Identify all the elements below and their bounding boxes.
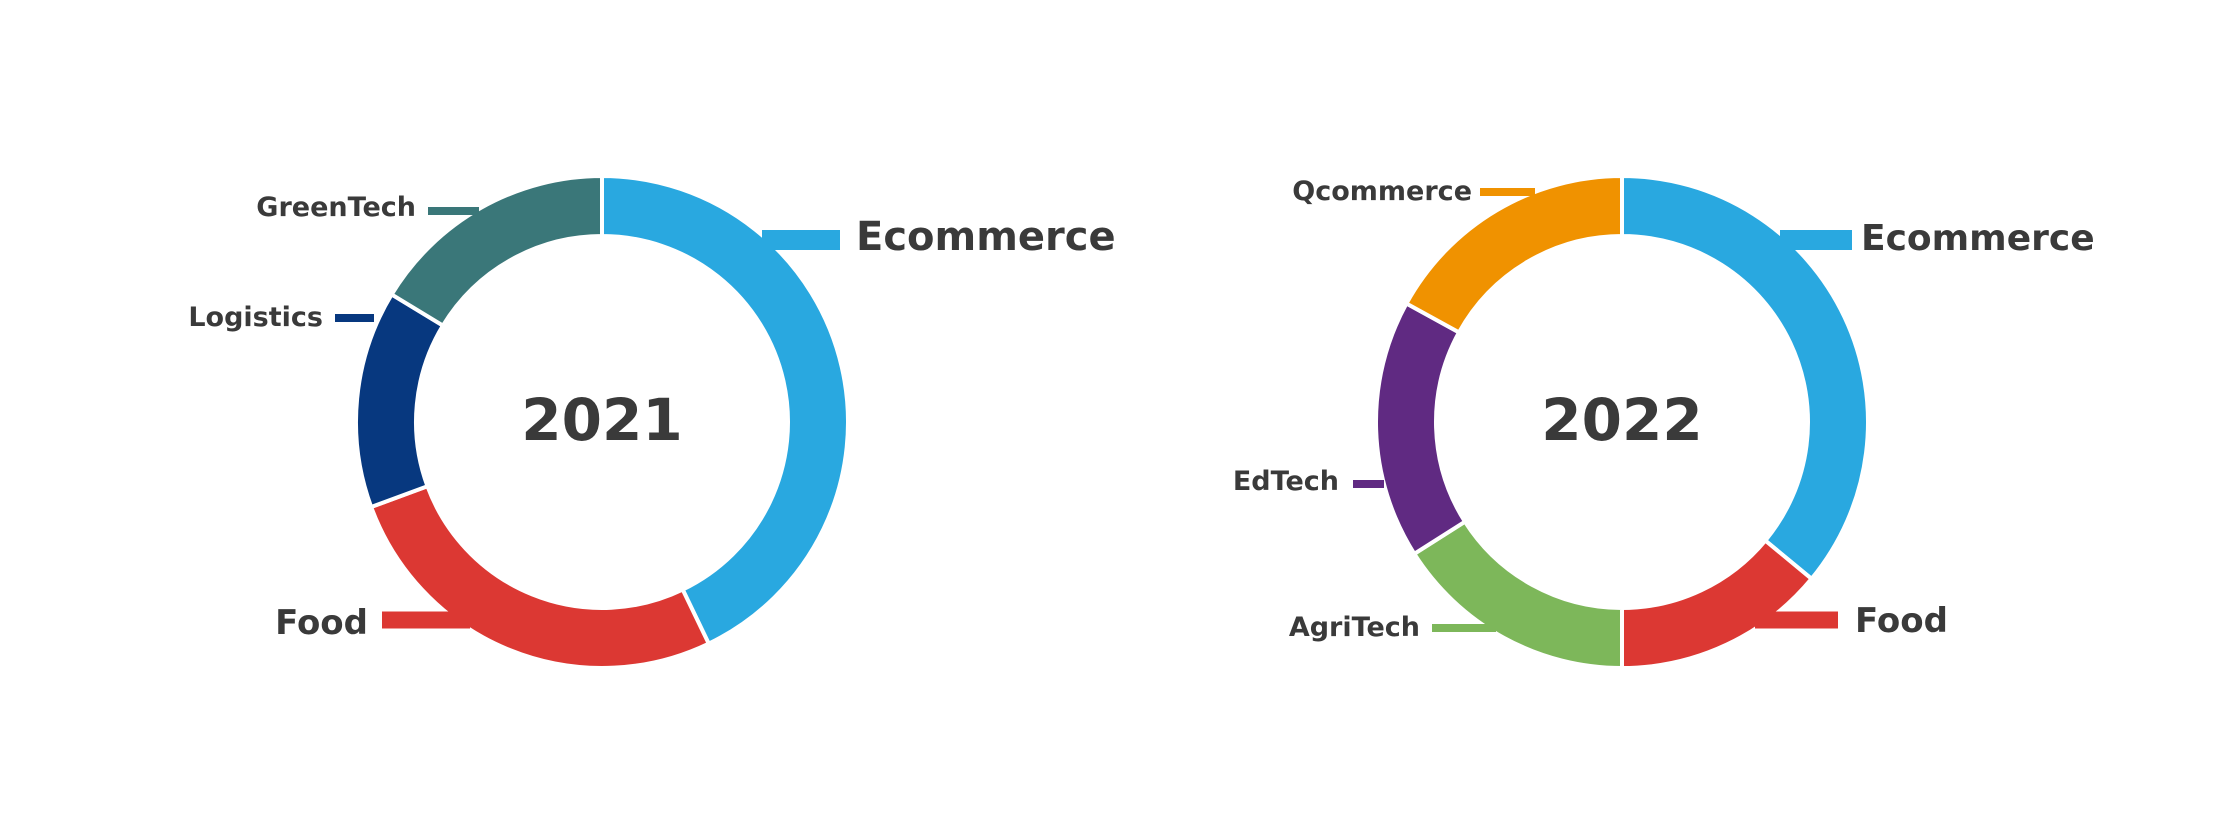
slice-label: Qcommerce xyxy=(1292,176,1472,207)
donut-slice-edtech xyxy=(1374,300,1468,557)
center-label: 2021 xyxy=(521,386,682,454)
slice-label: GreenTech xyxy=(256,192,416,223)
donut-slice-greentech xyxy=(388,173,604,329)
donut-slice-logistics xyxy=(354,291,446,510)
slice-label: Logistics xyxy=(188,302,323,333)
donut-slice-food xyxy=(1620,537,1815,671)
slice-label: AgriTech xyxy=(1289,612,1420,643)
donut-slice-agritech xyxy=(1411,518,1624,671)
label-leaders xyxy=(335,207,840,629)
slice-label: Food xyxy=(275,603,368,643)
center-label: 2022 xyxy=(1541,386,1702,454)
donut-slice-qcommerce xyxy=(1403,173,1624,336)
slice-label: Food xyxy=(1855,601,1948,641)
donut-chart-2021: 2021 Ecommerce Food Logistics GreenTech xyxy=(188,173,1116,670)
donut-slice-ecommerce xyxy=(600,173,850,647)
slice-label: Ecommerce xyxy=(1861,218,2095,259)
slice-label: Ecommerce xyxy=(856,214,1116,260)
donut-slices xyxy=(1374,173,1870,671)
label-leaders xyxy=(1353,188,1852,632)
donut-slice-food xyxy=(368,483,712,670)
donut-slices xyxy=(354,173,850,670)
slice-label: EdTech xyxy=(1233,466,1339,497)
donut-chart-2022: 2022 Ecommerce Food AgriTech EdTech Qcom… xyxy=(1233,173,2095,671)
